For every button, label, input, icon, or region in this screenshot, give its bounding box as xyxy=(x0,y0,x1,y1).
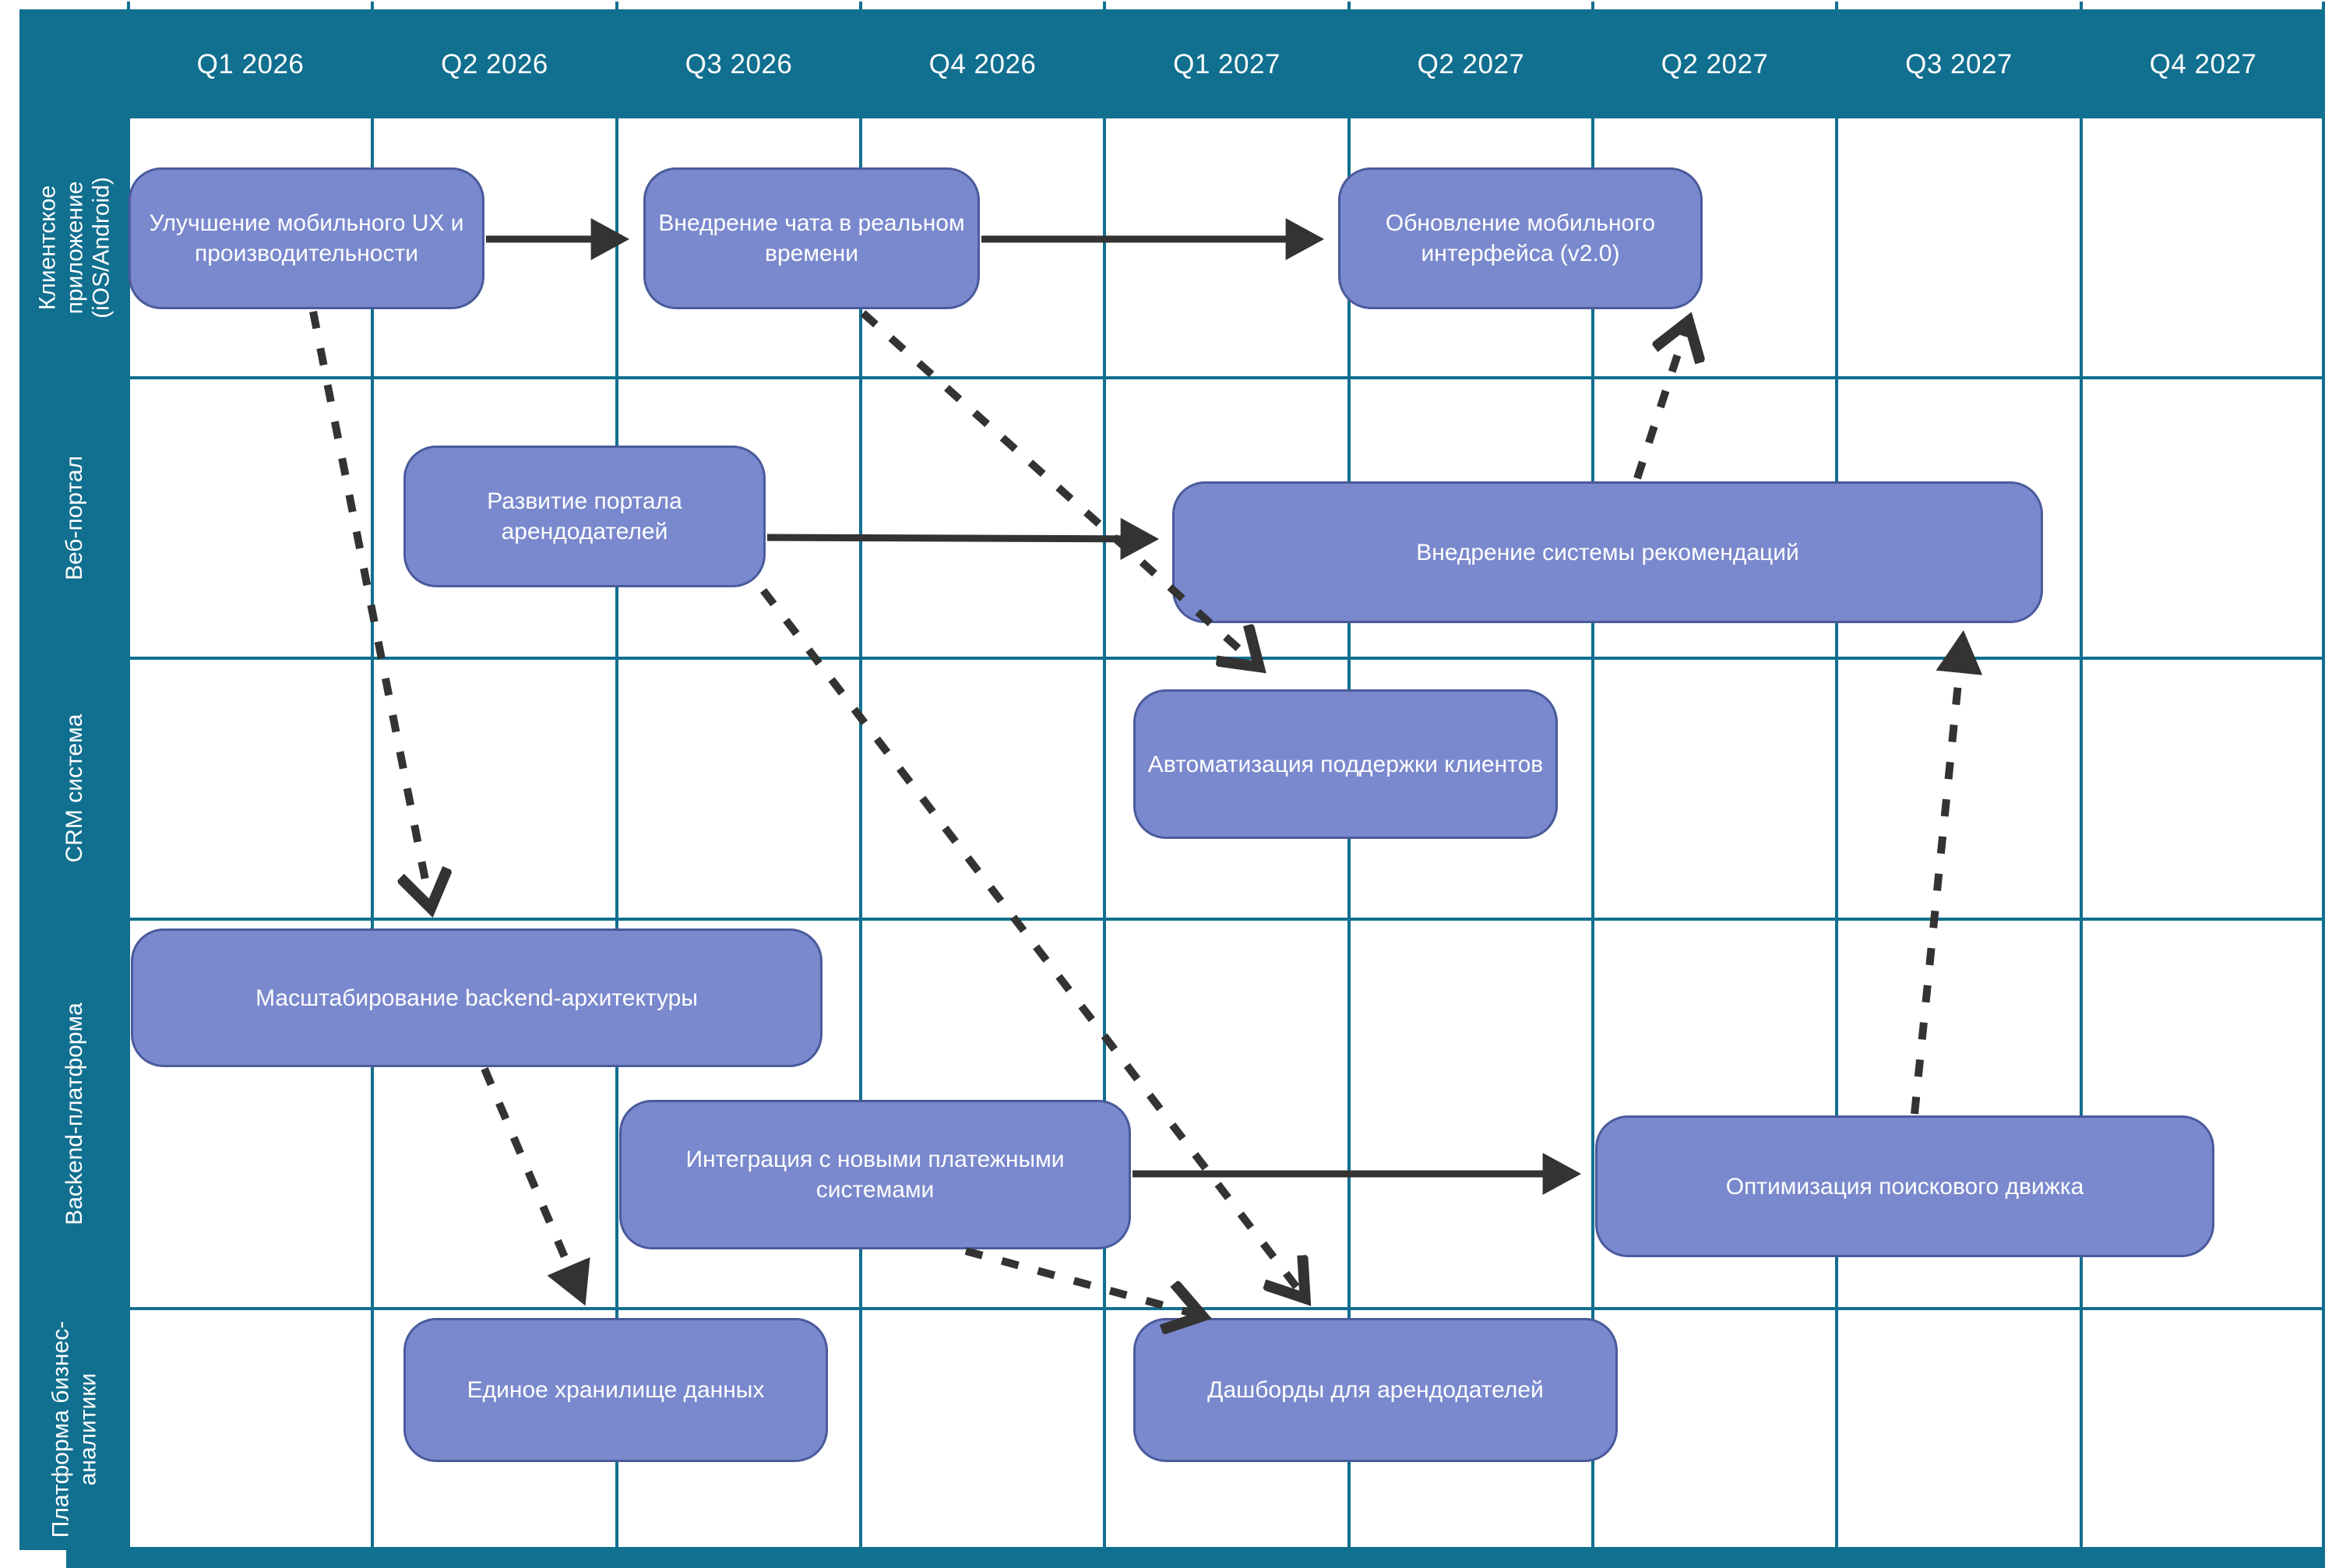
task-box-payment-integration: Интеграция с новыми платежными системами xyxy=(619,1100,1131,1249)
quarter-header: Q3 2026 xyxy=(685,49,793,79)
task-box-recommendations: Внедрение системы рекомендаций xyxy=(1172,481,2043,623)
task-box-mobile-ux: Улучшение мобильного UX и производительн… xyxy=(129,167,484,309)
task-box-mobile-v2: Обновление мобильного интерфейса (v2.0) xyxy=(1338,167,1703,309)
lane-label-client-app: Клиентское приложение (iOS/Android) xyxy=(34,177,114,319)
quarter-header: Q1 2026 xyxy=(196,49,305,79)
lane-label-crm: CRM система xyxy=(61,714,87,863)
quarter-header: Q2 2027 xyxy=(1661,49,1769,79)
task-box-backend-scaling: Масштабирование backend-архитектуры xyxy=(131,928,823,1067)
quarter-header: Q2 2027 xyxy=(1417,49,1525,79)
quarter-header: Q4 2027 xyxy=(2149,49,2257,79)
lane-label-backend: Backend-платформа xyxy=(61,1002,87,1225)
task-box-realtime-chat: Внедрение чата в реальном времени xyxy=(643,167,980,309)
lane-label-web-portal: Веб-портал xyxy=(61,455,87,581)
bottom-frame-strip xyxy=(66,1550,2325,1568)
task-box-data-warehouse: Единое хранилище данных xyxy=(403,1318,828,1462)
task-box-support-automation: Автоматизация поддержки клиентов xyxy=(1133,689,1558,839)
task-box-landlord-dashboards: Дашборды для арендодателей xyxy=(1133,1318,1618,1462)
task-box-landlord-portal: Развитие портала арендодателей xyxy=(403,446,766,587)
task-box-search-optimization: Оптимизация поискового движка xyxy=(1595,1115,2214,1257)
quarter-header: Q2 2026 xyxy=(441,49,548,79)
quarter-header: Q1 2027 xyxy=(1173,49,1280,79)
quarter-header: Q4 2026 xyxy=(928,49,1037,79)
lane-label-bi-platform: Платформа бизнес-аналитики xyxy=(48,1320,101,1538)
quarter-header: Q3 2027 xyxy=(1905,49,2013,79)
